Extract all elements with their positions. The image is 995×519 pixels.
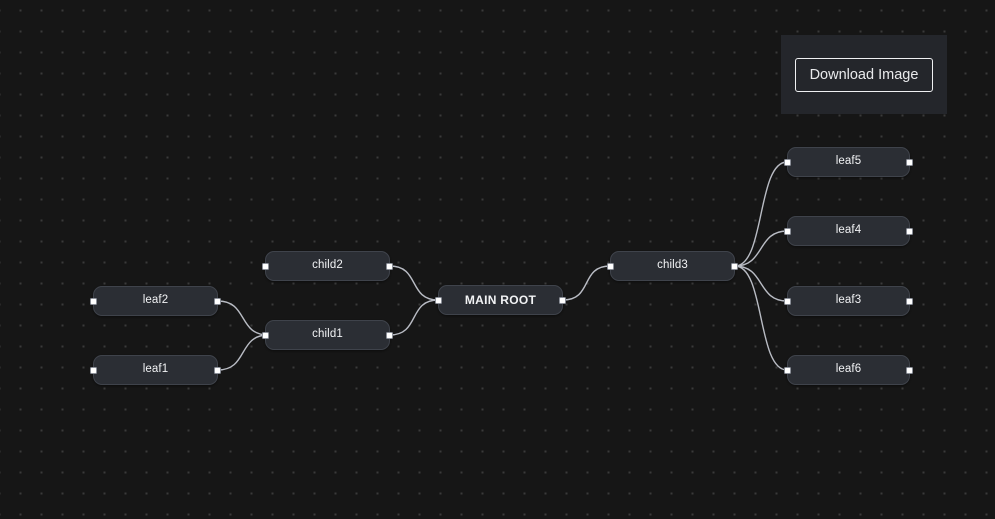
handle-left-child2[interactable] — [262, 262, 269, 270]
edge-child3-to-leaf4 — [734, 230, 788, 267]
download-image-button[interactable]: Download Image — [794, 57, 934, 92]
handle-left-leaf5[interactable] — [784, 158, 791, 166]
node-label: leaf1 — [142, 363, 169, 376]
node-label: leaf6 — [835, 363, 862, 376]
download-panel: Download Image — [781, 35, 947, 114]
handle-right-leaf1[interactable] — [214, 366, 221, 374]
handle-left-leaf4[interactable] — [784, 227, 791, 235]
edge-child3-to-leaf3 — [734, 265, 788, 302]
node-leaf6[interactable]: leaf6 — [784, 355, 913, 385]
node-label: child2 — [312, 259, 343, 272]
handle-right-root[interactable] — [559, 296, 566, 304]
edge-child2-to-root — [389, 265, 439, 301]
handle-left-root[interactable] — [435, 296, 442, 304]
node-leaf1[interactable]: leaf1 — [90, 355, 221, 385]
handle-left-leaf6[interactable] — [784, 366, 791, 374]
handle-left-leaf1[interactable] — [90, 366, 97, 374]
edge-child1-to-root — [389, 299, 439, 336]
node-child3[interactable]: child3 — [607, 251, 738, 281]
node-label: leaf2 — [142, 294, 169, 307]
node-label: leaf3 — [835, 294, 862, 307]
node-child2[interactable]: child2 — [262, 251, 393, 281]
handle-right-child3[interactable] — [731, 262, 738, 270]
edge-root-to-child3 — [562, 265, 611, 301]
edge-child3-to-leaf6 — [734, 265, 788, 371]
edge-child3-to-leaf5 — [734, 161, 788, 267]
handle-right-child1[interactable] — [386, 331, 393, 339]
node-root[interactable]: MAIN ROOT — [435, 285, 566, 315]
handle-right-leaf5[interactable] — [906, 158, 913, 166]
handle-left-child3[interactable] — [607, 262, 614, 270]
handle-right-leaf2[interactable] — [214, 297, 221, 305]
node-label: leaf4 — [835, 224, 862, 237]
handle-right-leaf3[interactable] — [906, 297, 913, 305]
node-label: child1 — [312, 328, 343, 341]
node-label: leaf5 — [835, 155, 862, 168]
handle-right-leaf6[interactable] — [906, 366, 913, 374]
handle-right-child2[interactable] — [386, 262, 393, 270]
handle-left-leaf2[interactable] — [90, 297, 97, 305]
node-leaf5[interactable]: leaf5 — [784, 147, 913, 177]
handle-left-child1[interactable] — [262, 331, 269, 339]
node-leaf2[interactable]: leaf2 — [90, 286, 221, 316]
node-leaf4[interactable]: leaf4 — [784, 216, 913, 246]
node-leaf3[interactable]: leaf3 — [784, 286, 913, 316]
node-label: MAIN ROOT — [464, 293, 537, 307]
edge-leaf1-to-child1 — [217, 334, 269, 371]
handle-right-leaf4[interactable] — [906, 227, 913, 235]
node-child1[interactable]: child1 — [262, 320, 393, 350]
handle-left-leaf3[interactable] — [784, 297, 791, 305]
node-label: child3 — [657, 259, 688, 272]
edge-leaf2-to-child1 — [217, 300, 269, 336]
